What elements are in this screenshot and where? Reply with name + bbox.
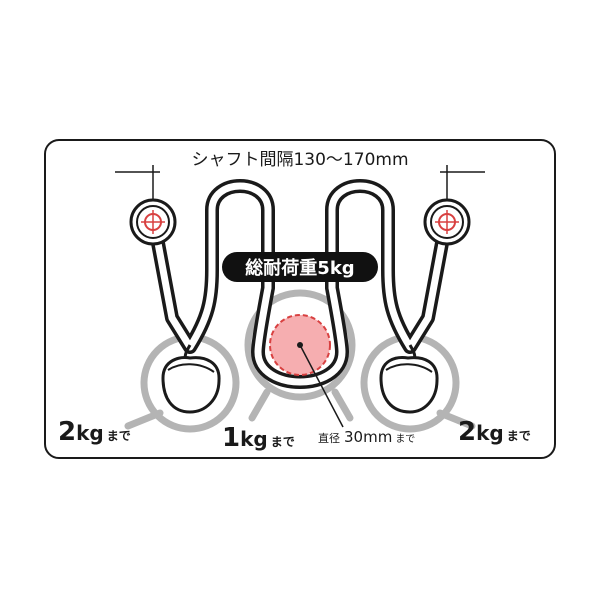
center-load-ring-tail-left [248, 388, 271, 422]
total-load-label: 総耐荷重5kg [245, 257, 354, 279]
center-load-ring [244, 289, 356, 401]
left-end-loop [129, 198, 177, 246]
right-load-ring-tail [436, 409, 476, 430]
shaft-spacing-dimension [115, 165, 485, 200]
card-frame [44, 139, 556, 459]
wire-path-inner [154, 182, 446, 386]
wire-hanger [151, 179, 449, 389]
center-load-ring-tail-right [331, 388, 354, 422]
right-hanging-bag [379, 344, 439, 414]
total-load-badge [222, 252, 378, 282]
diameter-pointer [299, 344, 344, 428]
right-end-loop [423, 198, 471, 246]
left-hanging-bag [161, 344, 221, 414]
shaft-spacing-label: シャフト間隔130〜170mm [191, 150, 408, 170]
left-load-ring-tail [124, 409, 164, 430]
